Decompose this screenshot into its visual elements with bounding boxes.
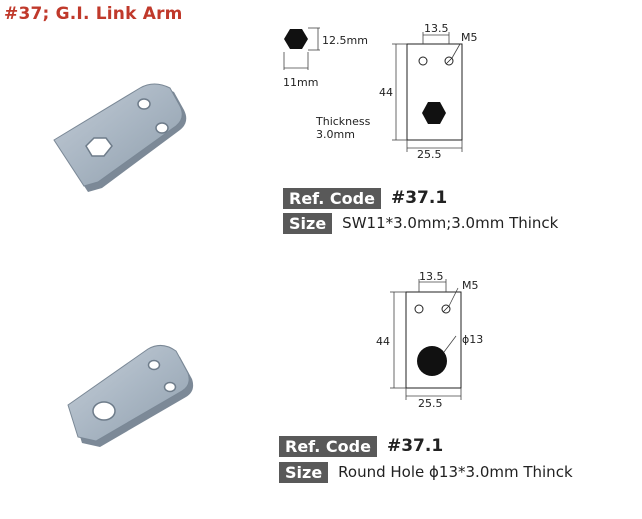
width-dimension-label-2: 25.5 — [418, 397, 443, 410]
hex-dimension-drawing — [283, 27, 463, 152]
page-title: #37; G.I. Link Arm — [4, 4, 183, 24]
ref-code-badge: Ref. Code — [283, 188, 381, 209]
hex-height-label: 12.5mm — [322, 34, 368, 47]
ref-code-value: #37.1 — [390, 188, 448, 208]
ref-code-row-2: Ref. Code #37.1 — [279, 436, 443, 457]
m5-hole-label-2: M5 — [462, 279, 479, 292]
ref-code-value: #37.1 — [386, 436, 444, 456]
link-arm-hex-photo — [53, 83, 187, 192]
link-arm-round-photo — [67, 345, 194, 447]
top-dimension-label-2: 13.5 — [419, 270, 444, 283]
width-dimension-label: 25.5 — [417, 148, 442, 161]
ref-code-row-1: Ref. Code #37.1 — [283, 188, 447, 209]
top-dimension-label: 13.5 — [424, 22, 449, 35]
size-value: SW11*3.0mm;3.0mm Thinck — [342, 214, 559, 232]
m5-hole-label: M5 — [461, 31, 478, 44]
round-hole-dimension-drawing — [390, 279, 462, 400]
size-value: Round Hole ϕ13*3.0mm Thinck — [338, 463, 573, 481]
height-dimension-label-2: 44 — [376, 335, 390, 348]
size-badge: Size — [283, 213, 333, 234]
size-badge: Size — [279, 462, 329, 483]
size-row-2: Size Round Hole ϕ13*3.0mm Thinck — [279, 462, 573, 483]
height-dimension-label: 44 — [379, 86, 393, 99]
hex-width-label: 11mm — [283, 76, 319, 89]
thickness-value: 3.0mm — [316, 128, 355, 141]
ref-code-badge: Ref. Code — [279, 436, 377, 457]
round-hole-diameter-label: ϕ13 — [462, 333, 484, 346]
size-row-1: Size SW11*3.0mm;3.0mm Thinck — [283, 213, 558, 234]
thickness-label: Thickness — [316, 115, 371, 128]
